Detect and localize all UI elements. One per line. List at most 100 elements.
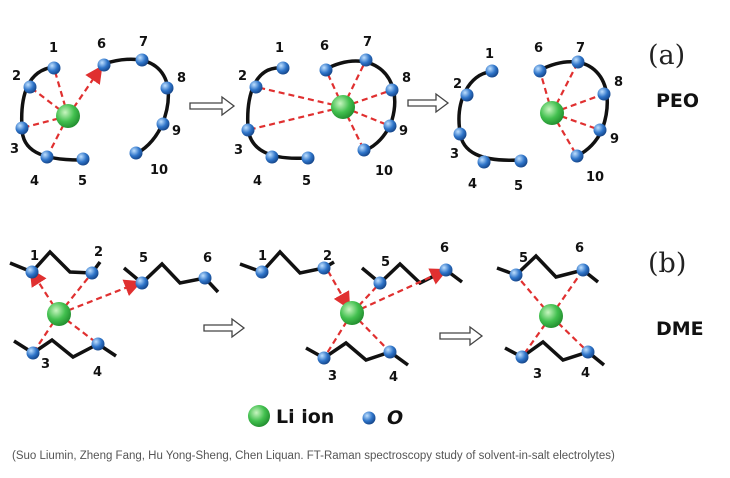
oxygen-atom xyxy=(23,80,37,94)
atom-number: 7 xyxy=(576,41,585,56)
coordination-bond xyxy=(21,114,69,130)
atom-number: 5 xyxy=(139,251,148,266)
atom-number: 3 xyxy=(328,369,337,384)
peo-step-1: 1 2 3 4 5 6 7 8 9 10 xyxy=(10,35,186,189)
atom-number: 9 xyxy=(610,132,619,147)
oxygen-atom xyxy=(460,88,474,102)
oxygen-atom xyxy=(26,346,40,360)
atom-numbers: 1 2 3 4 5 6 7 8 9 10 xyxy=(450,41,623,194)
atom-number: 8 xyxy=(614,75,623,90)
oxygen-atom xyxy=(265,150,279,164)
atom-number: 2 xyxy=(238,69,247,84)
atom-number: 5 xyxy=(381,255,390,270)
oxygen-atom xyxy=(515,350,529,364)
oxygen-atom xyxy=(597,87,611,101)
coordination-bond xyxy=(323,312,353,359)
atom-number: 2 xyxy=(323,249,332,264)
coordination-bond xyxy=(29,86,69,117)
atom-number: 10 xyxy=(150,163,168,178)
peo-step-2: 1 2 3 4 5 6 7 8 9 10 xyxy=(234,35,411,189)
atom-number: 4 xyxy=(93,365,102,380)
panel-a-label: (a) xyxy=(648,40,685,71)
oxygen-atom xyxy=(156,117,170,131)
atom-number: 6 xyxy=(534,41,543,56)
oxygen-atom xyxy=(40,150,54,164)
oxygen-atom xyxy=(439,263,453,277)
atom-number: 9 xyxy=(172,124,181,139)
coordination-bond xyxy=(538,70,554,114)
coordination-bond xyxy=(342,106,365,151)
atom-number: 2 xyxy=(12,69,21,84)
atom-number: 3 xyxy=(533,367,542,382)
oxygen-legend-icon xyxy=(362,411,376,425)
li-ion-legend-label: Li ion xyxy=(276,406,334,428)
oxygen-atom xyxy=(135,276,149,290)
atom-number: 6 xyxy=(203,251,212,266)
legend: Li ion O xyxy=(248,405,403,429)
atom-number: 5 xyxy=(514,179,523,194)
atom-number: 6 xyxy=(440,241,449,256)
coordination-bond xyxy=(342,88,393,109)
li-ion xyxy=(47,302,71,326)
coordination-bond xyxy=(52,67,70,117)
oxygen-atom xyxy=(276,61,290,75)
li-ion xyxy=(540,101,564,125)
oxygen-atom xyxy=(198,271,212,285)
coordination-bond xyxy=(515,274,552,317)
coordination-bond xyxy=(550,315,589,353)
atom-number: 6 xyxy=(575,241,584,256)
migration-arrow xyxy=(327,270,351,310)
oxygen-atom xyxy=(581,345,595,359)
atom-number: 4 xyxy=(253,174,262,189)
peo-step-3: 1 2 3 4 5 6 7 8 9 10 xyxy=(450,41,623,194)
oxygen-atom xyxy=(319,63,333,77)
atom-number: 1 xyxy=(275,41,284,56)
atom-number: 10 xyxy=(586,170,604,185)
oxygen-atom xyxy=(301,151,315,165)
atom-number: 2 xyxy=(94,245,103,260)
oxygen-atom xyxy=(357,143,371,157)
oxygen-atom xyxy=(249,80,263,94)
step-arrow xyxy=(439,325,484,347)
oxygen-atom xyxy=(453,127,467,141)
oxygen-atom xyxy=(383,345,397,359)
atom-number: 10 xyxy=(375,164,393,179)
coordination-bond xyxy=(551,112,578,157)
peo-label: PEO xyxy=(656,90,699,112)
oxygen-atoms xyxy=(255,261,453,365)
atom-number: 6 xyxy=(320,39,329,54)
oxygen-atom xyxy=(317,351,331,365)
oxygen-atom xyxy=(571,55,585,69)
oxygen-atoms xyxy=(25,265,212,360)
atom-number: 1 xyxy=(258,249,267,264)
atom-number: 3 xyxy=(450,147,459,162)
atom-number: 1 xyxy=(485,47,494,62)
atom-numbers: 1 2 3 4 5 6 7 8 9 10 xyxy=(10,35,186,189)
oxygen-atom xyxy=(85,266,99,280)
coordination-bond xyxy=(247,105,344,132)
oxygen-atoms xyxy=(509,263,595,364)
oxygen-atoms xyxy=(241,53,399,165)
step-arrow xyxy=(189,95,236,117)
coordination-bond xyxy=(32,313,60,354)
oxygen-atom xyxy=(15,121,29,135)
oxygen-atom xyxy=(359,53,373,67)
oxygen-atom xyxy=(485,64,499,78)
oxygen-atom xyxy=(255,265,269,279)
atom-numbers: 1 2 3 4 5 6 xyxy=(30,245,212,380)
atom-number: 7 xyxy=(363,35,372,50)
coordination-bond xyxy=(342,59,367,108)
oxygen-atom xyxy=(477,155,491,169)
coordination-bond xyxy=(351,268,449,315)
li-ion xyxy=(340,301,364,325)
oxygen-atom xyxy=(570,149,584,163)
li-ion xyxy=(331,95,355,119)
li-ion-legend-icon xyxy=(248,405,270,427)
panel-b-label: (b) xyxy=(648,248,686,279)
oxygen-atom xyxy=(593,123,607,137)
coordination-bond xyxy=(551,111,601,132)
atom-number: 5 xyxy=(78,174,87,189)
atom-number: 4 xyxy=(389,370,398,385)
oxygen-atom xyxy=(509,268,523,282)
